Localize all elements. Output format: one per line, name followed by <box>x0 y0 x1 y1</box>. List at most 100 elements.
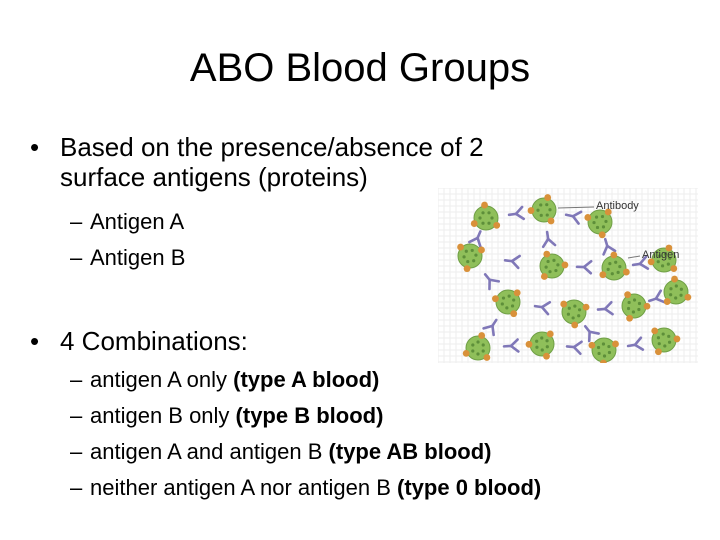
cell-texture-dot <box>577 308 582 312</box>
antibody-mark <box>482 318 498 337</box>
antibody-mark <box>596 300 614 316</box>
cell-texture-dot <box>674 284 678 288</box>
sub-item-type-a: –antigen A only (type A blood) <box>70 366 379 394</box>
label-antigen: Antigen <box>642 249 680 261</box>
sub-dash: – <box>70 439 83 464</box>
antibody-mark <box>602 237 617 256</box>
bullet-line-1: Based on the presence/absence of 2 <box>60 132 484 162</box>
antigen-mark <box>622 268 630 276</box>
sub-bold: (type A blood) <box>233 367 380 392</box>
antigen-mark <box>457 243 464 251</box>
cell-texture-dot <box>501 296 506 300</box>
antigen-mark <box>546 330 554 338</box>
cell-texture-dot <box>476 352 480 356</box>
sub-text: Antigen B <box>90 245 186 270</box>
cell-texture-dot <box>481 211 485 215</box>
cell-texture-dot <box>505 306 509 310</box>
label-antibody: Antibody <box>596 200 639 212</box>
antigen-mark <box>670 265 678 272</box>
antigen-mark <box>470 220 478 227</box>
antibody-mark <box>575 259 593 275</box>
antigen-mark <box>626 314 633 322</box>
antigen-mark <box>651 327 659 335</box>
cell-mark <box>465 335 491 361</box>
antigen-antibody-illustration <box>437 187 698 367</box>
bullet-marker: • <box>30 132 40 162</box>
cell-texture-dot <box>614 260 618 264</box>
cell-texture-dot <box>487 211 491 215</box>
sub-item-type-b: –antigen B only (type B blood) <box>70 402 383 430</box>
cell-texture-dot <box>608 262 612 266</box>
cell-texture-dot <box>631 310 636 314</box>
sub-dash: – <box>70 475 83 500</box>
cell-texture-dot <box>604 219 608 224</box>
cell-texture-dot <box>656 260 660 264</box>
antigen-mark <box>544 194 552 201</box>
cell-texture-dot <box>592 220 596 225</box>
antibody-mark <box>468 230 482 249</box>
cell-texture-dot <box>545 213 549 217</box>
cell-texture-dot <box>545 345 549 349</box>
cell-texture-dot <box>540 336 544 340</box>
cell-texture-dot <box>545 339 549 343</box>
antigen-mark <box>663 298 671 305</box>
cell-texture-dot <box>601 225 606 229</box>
cell-texture-dot <box>658 254 662 258</box>
cell-texture-dot <box>544 265 548 269</box>
antibody-mark <box>503 254 521 270</box>
antigen-mark <box>561 261 569 269</box>
cell-texture-dot <box>539 203 543 207</box>
antigen-mark <box>481 201 488 209</box>
sub-item-type-0: –neither antigen A nor antigen B (type 0… <box>70 474 541 502</box>
cell-texture-dot <box>667 334 671 338</box>
antigen-mark <box>599 271 607 279</box>
cell-texture-dot <box>661 332 665 336</box>
cell-texture-dot <box>464 249 468 253</box>
cell-texture-dot <box>669 293 673 297</box>
cell-texture-dot <box>566 312 571 316</box>
cell-texture-dot <box>536 208 540 212</box>
cell-texture-dot <box>656 336 661 340</box>
cell-texture-dot <box>470 248 474 253</box>
sub-dash: – <box>70 209 83 234</box>
antibody-mark <box>583 324 600 343</box>
cell-mark <box>591 337 617 363</box>
cell-texture-dot <box>507 294 511 298</box>
cell-texture-dot <box>663 344 667 348</box>
cell-texture-dot <box>663 252 668 256</box>
cell-texture-dot <box>632 298 637 302</box>
antibody-leader-line <box>557 206 595 209</box>
cell-texture-dot <box>462 255 466 259</box>
antigen-mark <box>493 221 501 229</box>
cell-texture-dot <box>674 296 678 300</box>
cell-texture-dot <box>500 302 504 306</box>
cell-texture-dot <box>618 264 622 269</box>
antibody-mark <box>541 230 557 249</box>
cell-texture-dot <box>669 287 673 291</box>
cell-texture-dot <box>554 268 558 273</box>
antigen-mark <box>483 354 491 361</box>
cell-texture-dot <box>490 216 494 220</box>
cell-texture-dot <box>466 259 470 264</box>
antibody-mark <box>631 255 650 270</box>
sub-dash: – <box>70 367 83 392</box>
antigen-mark <box>647 258 655 266</box>
antibody-mark <box>565 340 583 356</box>
cell-texture-dot <box>481 221 485 225</box>
sub-text: antigen A only <box>90 367 234 392</box>
cell-texture-dot <box>667 340 672 344</box>
cell-texture-dot <box>573 304 577 308</box>
bullet-text: Based on the presence/absence of 2 surfa… <box>60 132 484 192</box>
antigen-mark <box>584 214 592 221</box>
cell-texture-dot <box>616 270 620 274</box>
sub-item-antigen-a: –Antigen A <box>70 208 184 236</box>
cell-texture-dot <box>556 263 560 267</box>
antigen-mark <box>612 340 619 348</box>
cell-texture-dot <box>668 256 672 260</box>
antigen-mark <box>543 250 551 258</box>
sub-dash: – <box>70 403 83 428</box>
cell-texture-dot <box>474 253 478 257</box>
antibody-mark <box>483 273 501 291</box>
antigen-mark <box>543 352 550 360</box>
cell-texture-dot <box>481 343 485 347</box>
